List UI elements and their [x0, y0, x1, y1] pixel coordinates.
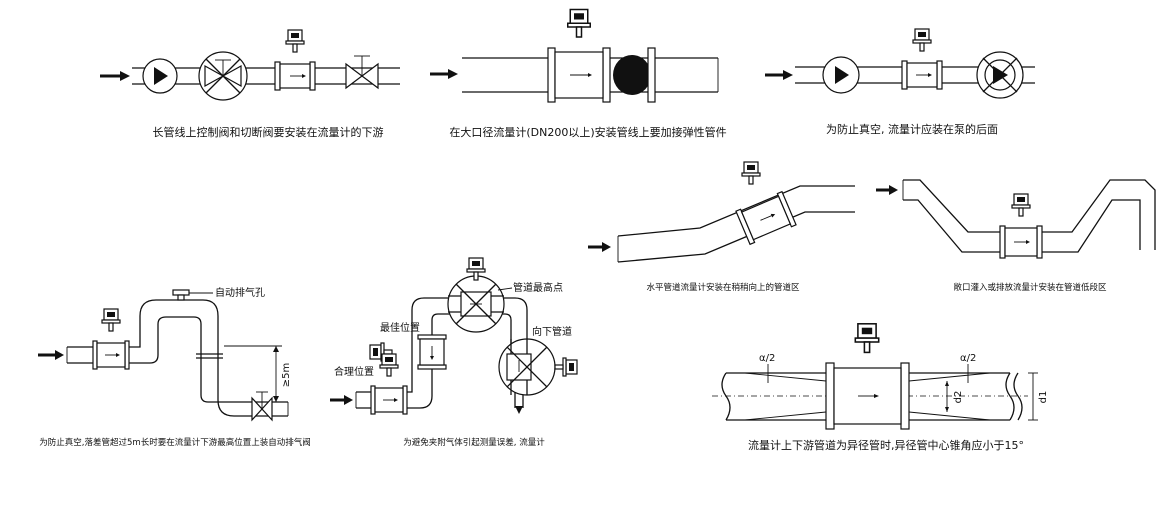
label-pipe-top: 管道最高点: [513, 281, 563, 294]
caption-d2: 在大口径流量计(DN200以上)安装管线上要加接弹性管件: [449, 125, 726, 139]
elastic-coupling-icon: [613, 47, 656, 103]
flowmeter-icon: [735, 190, 797, 246]
caption-d1: 长管线上控制阀和切断阀要安装在流量计的下游: [153, 125, 384, 139]
flow-arrow-icon: [100, 71, 130, 81]
caption-d5: 敞口灌入或排放流量计安装在管道低段区: [953, 282, 1107, 293]
flow-arrow-icon: [38, 350, 64, 360]
label-half-angle-left: α/2: [759, 353, 775, 364]
flowmeter-icon: [825, 323, 910, 430]
label-best-pos: 最佳位置: [380, 321, 420, 334]
pump-icon: [822, 56, 860, 94]
diagram-low-section: 敞口灌入或排放流量计安装在管道低段区: [876, 179, 1156, 293]
flow-arrow-icon: [588, 242, 611, 252]
label-d2: d2: [953, 391, 964, 404]
flowmeter-icon: [370, 353, 408, 415]
diagram-gas-avoidance: 管道最高点 向下管道 最佳位置 合理位置 为避免夹附气体引起测量误差, 流量计: [330, 257, 578, 448]
flow-arrow-icon: [330, 395, 353, 405]
caption-d8: 流量计上下游管道为异径管时,异径管中心锥角应小于15°: [748, 438, 1024, 452]
cross-mark-icon: [498, 338, 578, 396]
flowmeter-icon: [92, 308, 130, 370]
valve-icon: [251, 391, 273, 422]
caption-d4: 水平管道流量计安装在稍稍向上的管道区: [646, 282, 800, 293]
pump-icon: [142, 58, 178, 94]
label-height: ≥5m: [281, 363, 292, 387]
cross-mark-icon: [447, 257, 505, 333]
flowmeter-icon: [901, 28, 943, 90]
cross-mark-icon: [976, 51, 1024, 99]
diagram-pump-upstream: 为防止真空, 流量计应装在泵的后面: [765, 28, 1035, 136]
label-ok-pos: 合理位置: [334, 365, 374, 378]
diagram-reducer-angle: α/2 α/2 d2 d1 流量计上下游管道为异径管时,异径管中心锥角应小于15…: [712, 323, 1049, 452]
diagram-elastic-coupling: 在大口径流量计(DN200以上)安装管线上要加接弹性管件: [430, 8, 727, 139]
caption-d3: 为防止真空, 流量计应装在泵的后面: [826, 122, 998, 136]
diagram-auto-vent: 自动排气孔 ≥5m 为防止真空,落差管超过5m长时要在流量计下游最高位置上装自动…: [38, 286, 311, 448]
label-d1: d1: [1038, 391, 1049, 404]
diagram-upward-section: 水平管道流量计安装在稍稍向上的管道区: [588, 161, 855, 293]
label-down-pipe: 向下管道: [532, 325, 572, 338]
diagram-valves-downstream: 长管线上控制阀和切断阀要安装在流量计的下游: [100, 29, 400, 139]
flow-arrow-icon: [876, 185, 898, 195]
flowmeter-icon: [274, 29, 316, 91]
flow-arrow-icon: [765, 70, 793, 80]
flowmeter-icon: [547, 8, 611, 103]
caption-d7: 为避免夹附气体引起测量误差, 流量计: [403, 437, 545, 448]
label-half-angle-right: α/2: [960, 353, 976, 364]
flow-arrow-icon: [430, 69, 458, 79]
valve-icon: [345, 55, 379, 90]
cross-mark-icon: [198, 51, 248, 101]
flowmeter-icon: [999, 193, 1043, 259]
label-auto-vent: 自动排气孔: [215, 286, 265, 299]
flowmeter-icon: [369, 334, 447, 370]
caption-d6: 为防止真空,落差管超过5m长时要在流量计下游最高位置上装自动排气阀: [39, 437, 310, 448]
